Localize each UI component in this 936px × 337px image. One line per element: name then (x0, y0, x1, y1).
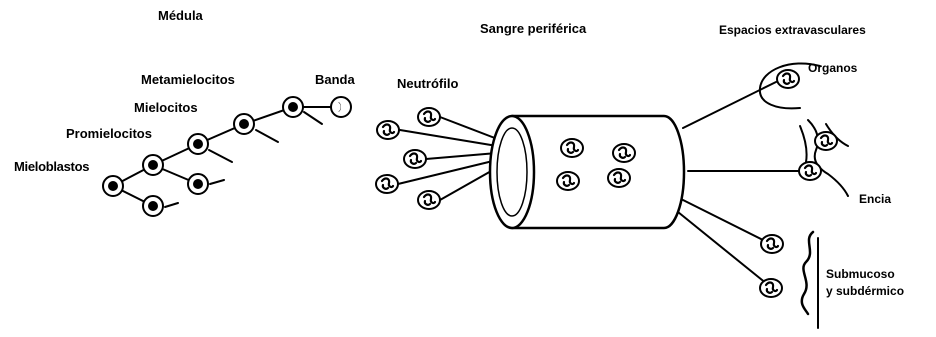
neutrophil-cell (815, 132, 837, 150)
section-title-blood: Sangre periférica (480, 22, 586, 35)
neutrophil-cell (799, 162, 821, 180)
label-promyelocytes: Promielocitos (66, 127, 152, 140)
promyelocyte-cell (143, 155, 163, 175)
neutrophil-cell (377, 121, 399, 139)
blood-vessel (490, 116, 684, 228)
label-neutrophil: Neutrófilo (397, 77, 458, 90)
neutrophil-cell (418, 108, 440, 126)
section-title-tissue: Espacios extravasculares (719, 24, 866, 36)
section-title-marrow: Médula (158, 9, 203, 22)
neutrophil-cell (613, 144, 635, 162)
label-myelocytes: Mielocitos (134, 101, 198, 114)
neutrophil-cell (608, 169, 630, 187)
submucosal-tissue (802, 232, 818, 328)
myelocyte-cell (188, 174, 208, 194)
label-band: Banda (315, 73, 355, 86)
label-gingiva: Encia (859, 193, 891, 205)
myelocyte-cell (188, 134, 208, 154)
exit-lines (678, 82, 805, 284)
label-myeloblasts: Mieloblastos (14, 160, 89, 173)
neutrophil-cell (761, 235, 783, 253)
label-submucosal-2: y subdérmico (826, 285, 904, 297)
label-organs: Organos (808, 62, 857, 74)
metamyelocyte-cell (234, 114, 254, 134)
neutrophil-cell (561, 139, 583, 157)
neutrophil-cell (777, 70, 799, 88)
neutrophil-cell (376, 175, 398, 193)
metamyelocyte-cell (283, 97, 303, 117)
label-metamyelocytes: Metamielocitos (141, 73, 235, 86)
vessel-neutrophils (557, 139, 635, 190)
promyelocyte-cell (143, 196, 163, 216)
label-submucosal-1: Submucoso (826, 268, 895, 280)
neutrophil-cell (418, 191, 440, 209)
neutrophil-cell (404, 150, 426, 168)
myeloblast-cell (103, 176, 123, 196)
neutrophil-cell (557, 172, 579, 190)
neutrophil-cell (760, 279, 782, 297)
band-cell (331, 97, 351, 117)
